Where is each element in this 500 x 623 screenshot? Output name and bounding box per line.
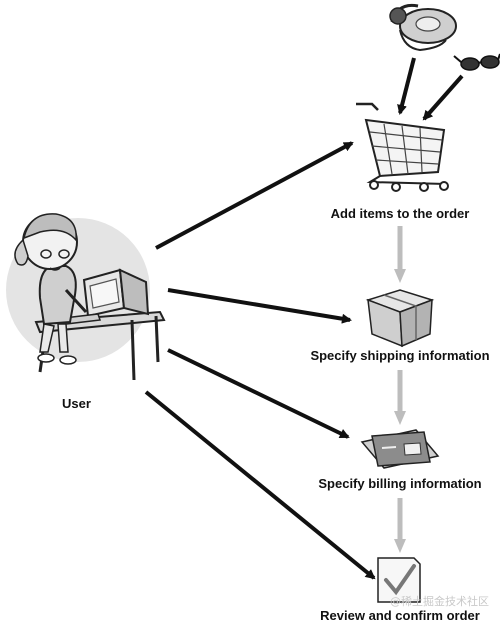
watermark: @稀土掘金技术社区 — [390, 595, 489, 608]
checkmark-document-icon — [377, 557, 421, 603]
user-label: User — [62, 396, 91, 411]
user-illustration — [6, 213, 166, 381]
arrow-user-to-review — [144, 390, 376, 580]
sunglasses-icon — [453, 53, 500, 71]
user-avatar — [14, 213, 88, 365]
computer-icon — [62, 268, 150, 325]
arrow-user-to-add-items — [155, 141, 354, 250]
package-icon — [365, 289, 435, 348]
arrow-user-to-shipping — [167, 288, 352, 324]
credit-cards-icon — [360, 429, 440, 469]
shopping-cart-icon — [356, 102, 449, 192]
step-label-billing: Specify billing information — [318, 476, 482, 491]
step-label-add-items: Add items to the order — [330, 206, 470, 221]
user-to-step-arrows — [144, 141, 376, 580]
step-label-shipping: Specify shipping information — [310, 348, 490, 363]
arrow-sunglasses-to-cart — [422, 74, 464, 121]
arrow-user-to-billing — [167, 348, 350, 439]
step-label-review: Review and confirm order — [320, 608, 480, 623]
item-to-cart-arrows — [397, 57, 464, 121]
headset-cd-player-icon — [389, 3, 457, 52]
arrow-headset-to-cart — [397, 57, 416, 115]
